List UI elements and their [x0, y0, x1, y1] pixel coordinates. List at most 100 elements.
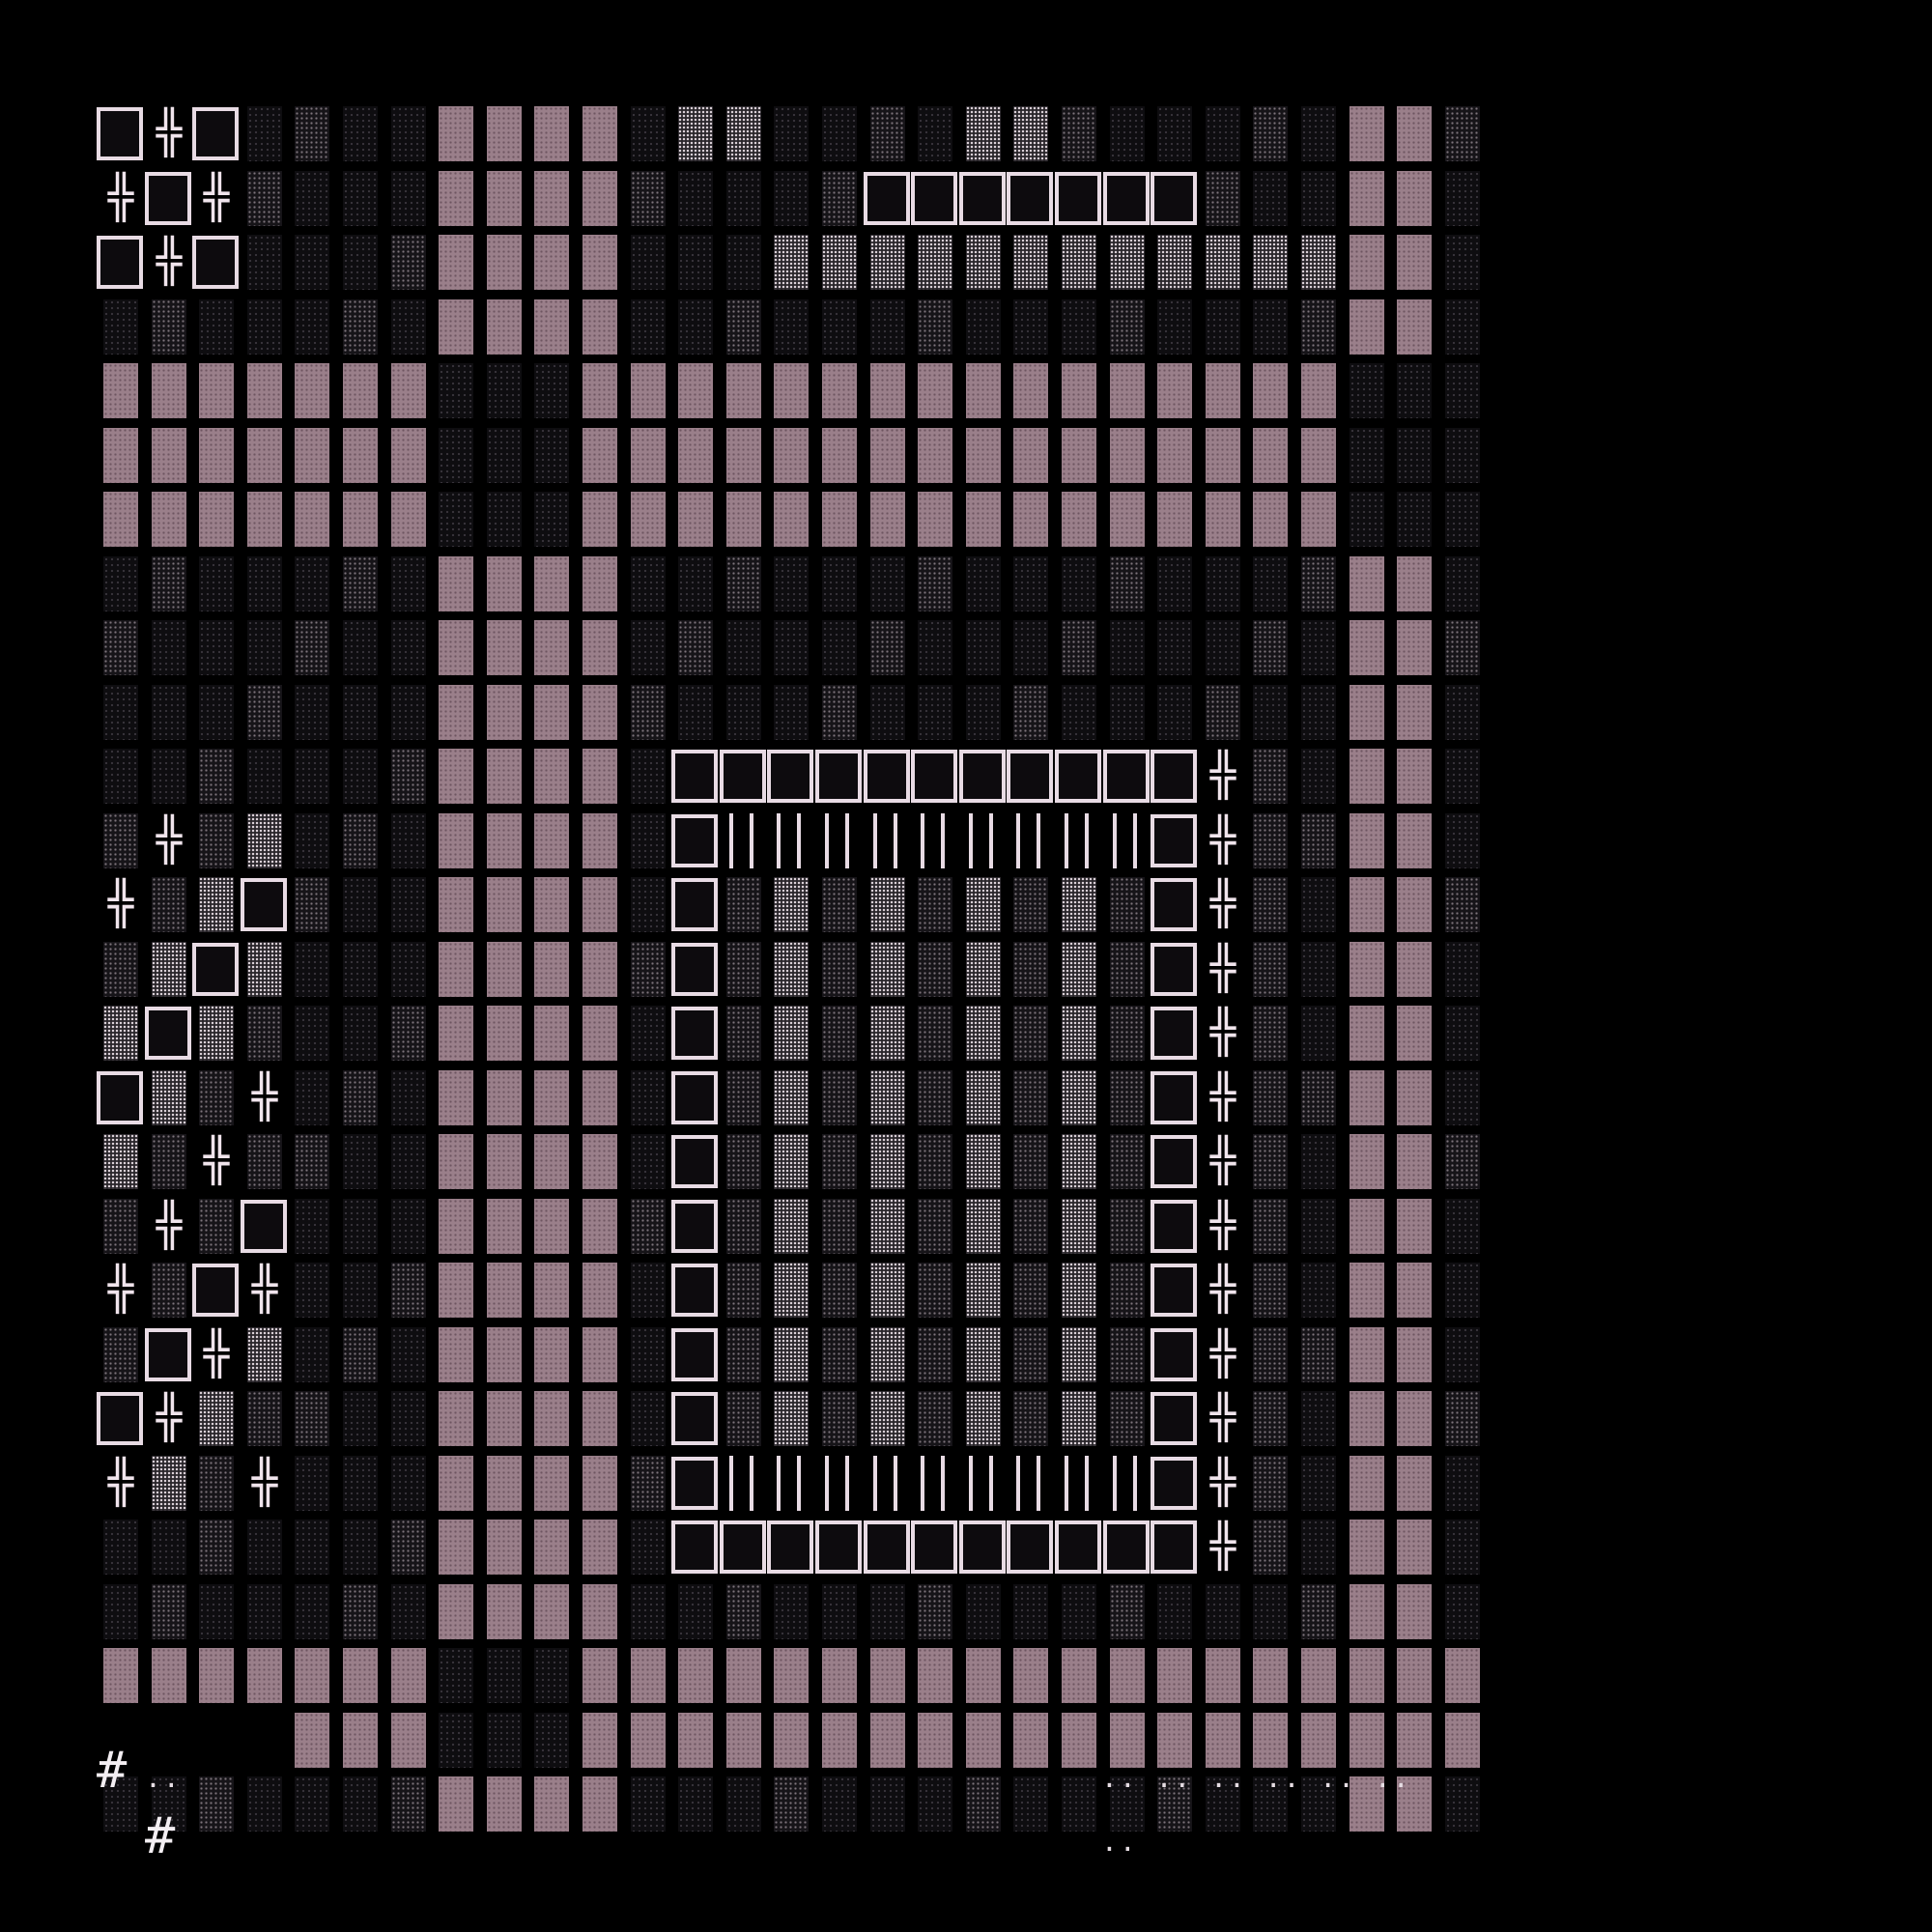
medium-shade-floor	[1013, 1327, 1048, 1382]
medium-shade-floor	[726, 1199, 761, 1254]
dark-shade-floor	[631, 1263, 666, 1318]
medium-shade-floor	[1013, 1263, 1048, 1318]
dark-shade-floor	[1062, 1776, 1096, 1832]
medium-shade-floor	[1301, 1584, 1336, 1639]
solid-wall	[1062, 1648, 1096, 1703]
dark-shade-floor	[247, 235, 282, 290]
solid-wall	[1350, 1391, 1384, 1446]
dark-shade-floor	[1350, 363, 1384, 418]
solid-wall	[1013, 363, 1048, 418]
cross-junction-icon: ╬	[203, 1136, 230, 1185]
solid-wall	[439, 1006, 473, 1061]
box-wall	[959, 1520, 1006, 1574]
box-wall	[1151, 1328, 1197, 1381]
medium-shade-floor	[295, 106, 329, 161]
dark-shade-floor	[295, 813, 329, 868]
medium-shade-floor	[1110, 1199, 1145, 1254]
medium-shade-floor	[918, 1391, 952, 1446]
solid-wall	[582, 749, 617, 804]
medium-shade-floor	[726, 1327, 761, 1382]
dark-shade-floor	[247, 556, 282, 611]
solid-wall	[1206, 1713, 1240, 1768]
dark-shade-floor	[439, 428, 473, 483]
dark-shade-floor	[247, 299, 282, 355]
dark-shade-floor	[1445, 492, 1480, 547]
double-bar-wall	[777, 1456, 801, 1511]
solid-wall	[678, 1713, 713, 1768]
dark-shade-floor	[343, 877, 378, 932]
medium-shade-floor	[918, 877, 952, 932]
light-shade-floor	[247, 942, 282, 997]
medium-shade-floor	[1110, 877, 1145, 932]
dark-shade-floor	[295, 942, 329, 997]
solid-wall	[487, 749, 522, 804]
solid-wall	[487, 556, 522, 611]
cross-junction-icon: ╬	[1209, 751, 1236, 800]
solid-wall	[1013, 1648, 1048, 1703]
dark-shade-floor	[1206, 620, 1240, 675]
solid-wall	[487, 1006, 522, 1061]
solid-wall	[199, 363, 234, 418]
solid-wall	[152, 1648, 186, 1703]
dark-shade-floor	[487, 363, 522, 418]
box-wall	[671, 1328, 718, 1381]
solid-wall	[1350, 1199, 1384, 1254]
solid-wall	[1397, 1584, 1432, 1639]
box-wall	[241, 1200, 287, 1253]
box-wall	[1103, 1520, 1150, 1574]
medium-shade-floor	[726, 556, 761, 611]
dark-shade-floor	[152, 685, 186, 740]
light-shade-floor	[870, 877, 905, 932]
medium-shade-floor	[726, 1391, 761, 1446]
medium-shade-floor	[247, 1391, 282, 1446]
dark-shade-floor	[631, 1327, 666, 1382]
solid-wall	[1110, 428, 1145, 483]
dark-shade-floor	[103, 685, 138, 740]
double-bar-wall	[969, 1456, 993, 1511]
solid-wall	[247, 1648, 282, 1703]
solid-wall	[247, 492, 282, 547]
solid-wall	[534, 1006, 569, 1061]
light-shade-floor	[774, 1070, 809, 1125]
player-glyph[interactable]: #	[97, 1742, 128, 1800]
dark-shade-floor	[870, 685, 905, 740]
cross-junction-icon: ╬	[1209, 1201, 1236, 1250]
solid-wall	[534, 942, 569, 997]
box-wall	[192, 236, 239, 289]
solid-wall	[439, 1391, 473, 1446]
solid-wall	[439, 1520, 473, 1575]
solid-wall	[343, 492, 378, 547]
solid-wall	[487, 620, 522, 675]
dark-shade-floor	[343, 1134, 378, 1189]
solid-wall	[822, 363, 857, 418]
solid-wall	[1157, 1648, 1192, 1703]
dark-shade-floor	[1445, 942, 1480, 997]
light-shade-floor	[1062, 1391, 1096, 1446]
box-wall	[192, 1264, 239, 1317]
light-shade-floor	[870, 1070, 905, 1125]
solid-wall	[534, 556, 569, 611]
solid-wall	[582, 620, 617, 675]
light-shade-floor	[1157, 235, 1192, 290]
solid-wall	[582, 106, 617, 161]
light-shade-floor	[774, 235, 809, 290]
dark-shade-floor	[391, 877, 426, 932]
cross-junction-icon: ╬	[107, 173, 134, 222]
medium-shade-floor	[822, 171, 857, 226]
double-bar-wall	[1016, 1456, 1040, 1511]
medium-shade-floor	[1253, 1199, 1288, 1254]
dark-shade-floor	[295, 299, 329, 355]
solid-wall	[152, 492, 186, 547]
dark-shade-floor	[391, 171, 426, 226]
solid-wall	[487, 1776, 522, 1832]
medium-shade-floor	[1253, 1456, 1288, 1511]
dark-shade-floor	[774, 299, 809, 355]
box-wall	[720, 750, 766, 803]
cross-junction-icon: ╬	[1209, 1393, 1236, 1442]
box-wall	[192, 107, 239, 160]
medium-shade-floor	[918, 1006, 952, 1061]
medium-shade-floor	[1110, 556, 1145, 611]
box-wall	[1151, 1264, 1197, 1317]
solid-wall	[1110, 1713, 1145, 1768]
dark-shade-floor	[631, 299, 666, 355]
